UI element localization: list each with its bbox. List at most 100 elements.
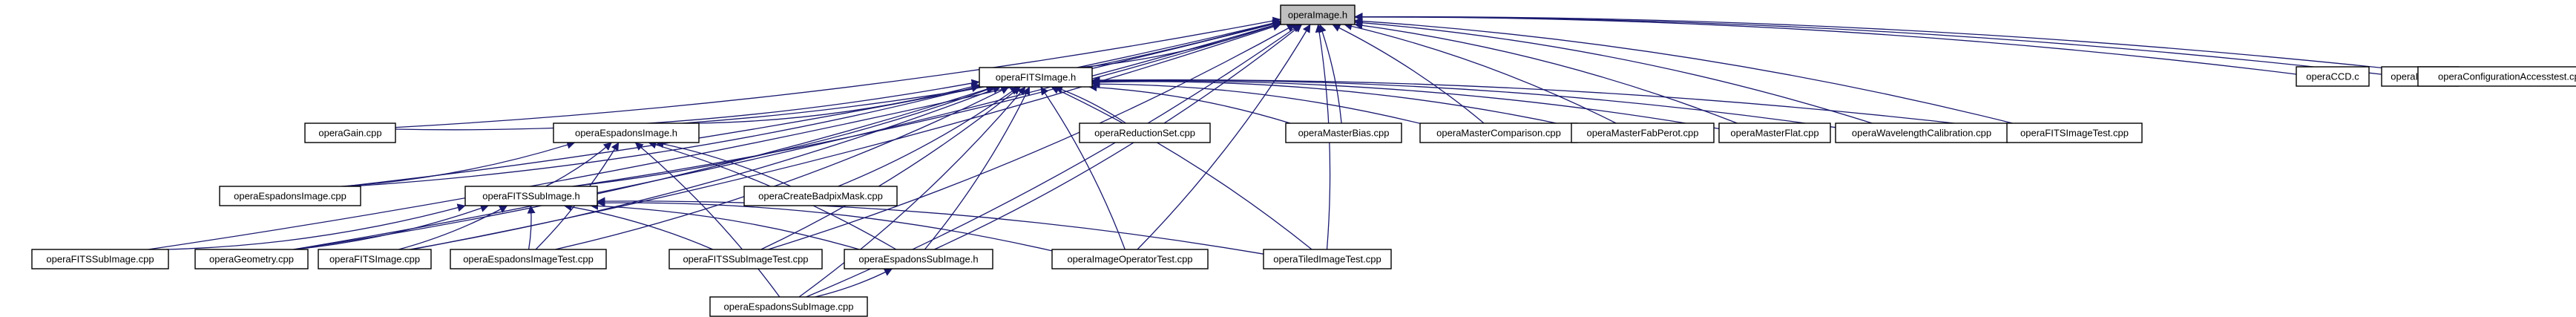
node-opera-fitssub-image-test-cpp[interactable]: operaFITSSubImageTest.cpp bbox=[668, 249, 823, 269]
edge-opera-espadons-sub-image-h-to-opera-image-h bbox=[934, 24, 1303, 250]
node-label: operaFITSSubImage.h bbox=[482, 191, 580, 202]
edge-opera-espadons-image-h-to-opera-fitsimage-h bbox=[697, 82, 980, 124]
node-box bbox=[2296, 66, 2370, 87]
edge-opera-master-fab-perot-cpp-to-opera-image-h bbox=[1344, 22, 1617, 124]
node-label: operaConfigurationAccesstest.cpp bbox=[2438, 71, 2576, 82]
edge-opera-image-operator-test-cpp-to-opera-fitsimage-h bbox=[1040, 86, 1126, 250]
node-label: operaImage.h bbox=[1288, 10, 1347, 21]
node-opera-geometry-cpp[interactable]: operaGeometry.cpp bbox=[194, 249, 309, 269]
node-opera-gain-cpp[interactable]: operaGain.cpp bbox=[304, 122, 396, 143]
node-label: operaCCD.c bbox=[2306, 71, 2359, 82]
node-opera-fitssub-image-cpp[interactable]: operaFITSSubImage.cpp bbox=[31, 249, 169, 269]
edge-opera-master-fab-perot-cpp-to-opera-fitsimage-h bbox=[1091, 78, 1572, 127]
edge-opera-master-comparison-cpp-to-opera-image-h bbox=[1332, 24, 1485, 124]
node-box bbox=[1571, 122, 1715, 143]
edge-opera-configuration-accesstest-cpp-to-opera-image-h bbox=[1354, 13, 2419, 73]
node-label: operaCreateBadpixMask.cpp bbox=[758, 191, 883, 202]
node-box bbox=[1079, 122, 1211, 143]
edge-opera-image-operator-test-cpp-to-opera-image-h bbox=[1137, 24, 1311, 250]
node-opera-fitsimage-h[interactable]: operaFITSImage.h bbox=[979, 67, 1093, 88]
edge-opera-tiled-image-test-cpp-to-opera-fitsimage-h bbox=[1051, 86, 1312, 250]
node-opera-reduction-set-cpp[interactable]: operaReductionSet.cpp bbox=[1079, 122, 1211, 143]
edge-opera-master-flat-cpp-to-opera-fitsimage-h bbox=[1091, 77, 1720, 130]
node-box bbox=[844, 249, 993, 269]
node-opera-master-fab-perot-cpp[interactable]: operaMasterFabPerot.cpp bbox=[1571, 122, 1715, 143]
edge-opera-espadons-sub-image-h-to-opera-fitssub-image-h bbox=[590, 201, 860, 250]
edge-opera-fitssub-image-h-to-opera-image-h bbox=[573, 22, 1281, 187]
node-opera-fitssub-image-h[interactable]: operaFITSSubImage.h bbox=[464, 186, 598, 206]
node-opera-wavelength-calibration-cpp[interactable]: operaWavelengthCalibration.cpp bbox=[1835, 122, 2008, 143]
node-opera-espadons-sub-image-cpp[interactable]: operaEspadonsSubImage.cpp bbox=[709, 296, 868, 317]
edge-opera-espadons-image-test-cpp-to-opera-fitsimage-h bbox=[555, 86, 1010, 250]
node-label: operaReductionSet.cpp bbox=[1094, 128, 1195, 139]
node-opera-image-operator-test-cpp[interactable]: operaImageOperatorTest.cpp bbox=[1051, 249, 1209, 269]
node-box bbox=[1263, 249, 1392, 269]
node-opera-espadons-image-test-cpp[interactable]: operaEspadonsImageTest.cpp bbox=[450, 249, 607, 269]
edge-opera-create-badpix-mask-cpp-to-opera-espadons-image-h bbox=[655, 140, 792, 187]
node-label: operaGain.cpp bbox=[318, 128, 381, 139]
edge-opera-tiled-image-test-cpp-to-opera-fitssub-image-h bbox=[597, 197, 1264, 255]
node-label: operaMasterComparison.cpp bbox=[1436, 128, 1561, 139]
node-box bbox=[304, 122, 396, 143]
node-opera-espadons-sub-image-h[interactable]: operaEspadonsSubImage.h bbox=[844, 249, 993, 269]
edge-opera-wavelength-calibration-cpp-to-opera-image-h bbox=[1354, 19, 1873, 124]
node-opera-master-comparison-cpp[interactable]: operaMasterComparison.cpp bbox=[1419, 122, 1578, 143]
node-layer: operaImage.h operaFITSImage.h operaCCD.c op… bbox=[31, 4, 2576, 317]
node-label: operaEspadonsSubImage.cpp bbox=[724, 301, 854, 313]
node-opera-fitsimage-cpp[interactable]: operaFITSImage.cpp bbox=[318, 249, 432, 269]
edge-opera-master-bias-cpp-to-opera-fitsimage-h bbox=[1088, 83, 1291, 124]
edge-opera-espadons-sub-image-cpp-to-opera-espadons-image-h bbox=[634, 142, 781, 298]
edge-opera-fitsimage-cpp-to-opera-fitsimage-h bbox=[410, 85, 1002, 250]
edge-opera-fitsimage-cpp-to-opera-fitssub-image-h bbox=[398, 205, 508, 250]
edge-opera-ccd-c-to-opera-image-h bbox=[1354, 13, 2297, 75]
node-opera-create-badpix-mask-cpp[interactable]: operaCreateBadpixMask.cpp bbox=[743, 186, 898, 206]
node-label: operaEspadonsImage.h bbox=[575, 128, 677, 139]
node-label: operaEspadonsImageTest.cpp bbox=[463, 254, 594, 265]
node-box bbox=[1718, 122, 1831, 143]
node-label: operaMasterFabPerot.cpp bbox=[1586, 128, 1698, 139]
node-box bbox=[31, 249, 169, 269]
edge-opera-fitssub-image-h-to-opera-espadons-image-h bbox=[545, 142, 612, 187]
edge-opera-fitssub-image-test-cpp-to-opera-image-h bbox=[768, 24, 1295, 250]
node-label: operaEspadonsImage.cpp bbox=[234, 191, 346, 202]
node-opera-tiled-image-test-cpp[interactable]: operaTiledImageTest.cpp bbox=[1263, 249, 1392, 269]
node-opera-image-h[interactable]: operaImage.h bbox=[1280, 4, 1356, 25]
edge-opera-master-comparison-cpp-to-opera-fitsimage-h bbox=[1091, 79, 1421, 124]
node-opera-master-flat-cpp[interactable]: operaMasterFlat.cpp bbox=[1718, 122, 1831, 143]
node-label: operaEspadonsSubImage.h bbox=[858, 254, 978, 265]
edge-opera-fitssub-image-test-cpp-to-opera-fitssub-image-h bbox=[563, 203, 714, 250]
edge-opera-fitssub-image-h-to-opera-fitsimage-h bbox=[572, 85, 996, 187]
node-label: operaMasterBias.cpp bbox=[1298, 128, 1390, 139]
node-opera-espadons-image-h[interactable]: operaEspadonsImage.h bbox=[553, 122, 700, 143]
edge-opera-espadons-image-test-cpp-to-opera-fitssub-image-h bbox=[527, 205, 536, 250]
edge-opera-gain-cpp-to-opera-image-h bbox=[395, 16, 1281, 128]
node-opera-master-bias-cpp[interactable]: operaMasterBias.cpp bbox=[1285, 122, 1402, 143]
edge-opera-espadons-sub-image-h-to-opera-fitsimage-h bbox=[924, 86, 1031, 250]
node-box bbox=[1835, 122, 2008, 143]
node-opera-espadons-image-cpp[interactable]: operaEspadonsImage.cpp bbox=[219, 186, 361, 206]
node-label: operaFITSSubImage.cpp bbox=[46, 254, 154, 265]
node-label: operaFITSImageTest.cpp bbox=[2020, 128, 2129, 139]
edge-opera-reduction-set-cpp-to-opera-fitsimage-h bbox=[1054, 85, 1126, 124]
node-opera-ccd-c[interactable]: operaCCD.c bbox=[2296, 66, 2370, 87]
node-label: operaWavelengthCalibration.cpp bbox=[1852, 128, 1991, 139]
edge-opera-espadons-sub-image-cpp-to-opera-espadons-sub-image-h bbox=[815, 268, 893, 298]
node-box bbox=[219, 186, 361, 206]
edge-opera-espadons-image-cpp-to-opera-fitsimage-h bbox=[350, 84, 980, 187]
edge-opera-fitssub-image-cpp-to-opera-image-h bbox=[148, 20, 1281, 250]
node-label: operaFITSImage.h bbox=[996, 72, 1076, 83]
node-opera-configuration-accesstest-cpp[interactable]: operaConfigurationAccesstest.cpp bbox=[2417, 66, 2576, 87]
node-label: operaTiledImageTest.cpp bbox=[1273, 254, 1381, 265]
edge-opera-fitsimage-test-cpp-to-opera-fitsimage-h bbox=[1091, 76, 2008, 130]
node-label: operaMasterFlat.cpp bbox=[1730, 128, 1818, 139]
node-box bbox=[2417, 66, 2576, 87]
edge-opera-create-badpix-mask-cpp-to-opera-fitsimage-h bbox=[838, 86, 1019, 187]
node-box bbox=[2006, 122, 2143, 143]
edge-opera-image-c-to-opera-image-h bbox=[1354, 13, 2382, 75]
edge-opera-fitssub-image-cpp-to-opera-fitssub-image-h bbox=[165, 203, 466, 250]
edge-opera-espadons-image-cpp-to-opera-espadons-image-h bbox=[341, 140, 576, 187]
node-opera-fitsimage-test-cpp[interactable]: operaFITSImageTest.cpp bbox=[2006, 122, 2143, 143]
edge-opera-fitsimage-test-cpp-to-opera-image-h bbox=[1354, 16, 2013, 124]
edge-opera-geometry-cpp-to-opera-image-h bbox=[293, 22, 1281, 250]
